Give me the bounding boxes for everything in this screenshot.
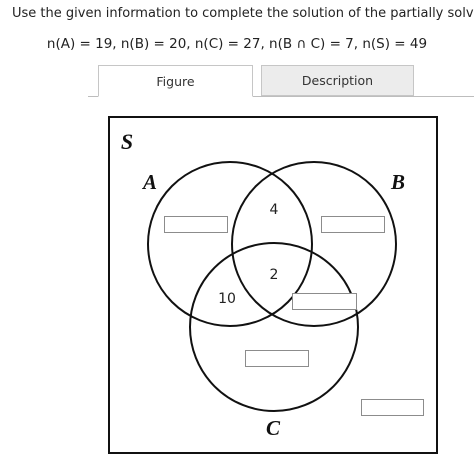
set-c-label: C (266, 416, 281, 440)
region-a-b-c-value: 2 (270, 267, 279, 283)
circle-a (147, 161, 313, 327)
universe-label: S (121, 129, 133, 154)
outside-input[interactable] (361, 399, 424, 416)
region-a-and-b-only-value: 4 (270, 202, 279, 218)
tab-figure[interactable]: Figure (98, 65, 253, 97)
tab-description[interactable]: Description (261, 65, 414, 96)
b-only-input[interactable] (321, 216, 385, 233)
universe-box (108, 116, 438, 454)
circle-b (231, 161, 397, 327)
a-only-input[interactable] (164, 216, 228, 233)
instruction-text: Use the given information to complete th… (12, 6, 474, 21)
region-a-and-c-only-value: 10 (218, 291, 236, 307)
c-only-input[interactable] (245, 350, 309, 367)
set-a-label: A (141, 170, 157, 194)
circle-c (189, 242, 359, 412)
b-and-c-only-input[interactable] (292, 293, 357, 310)
set-b-label: B (390, 170, 405, 194)
given-information: n(A) = 19, n(B) = 20, n(C) = 27, n(B ∩ C… (46, 36, 428, 52)
tab-bar-line (88, 96, 474, 97)
